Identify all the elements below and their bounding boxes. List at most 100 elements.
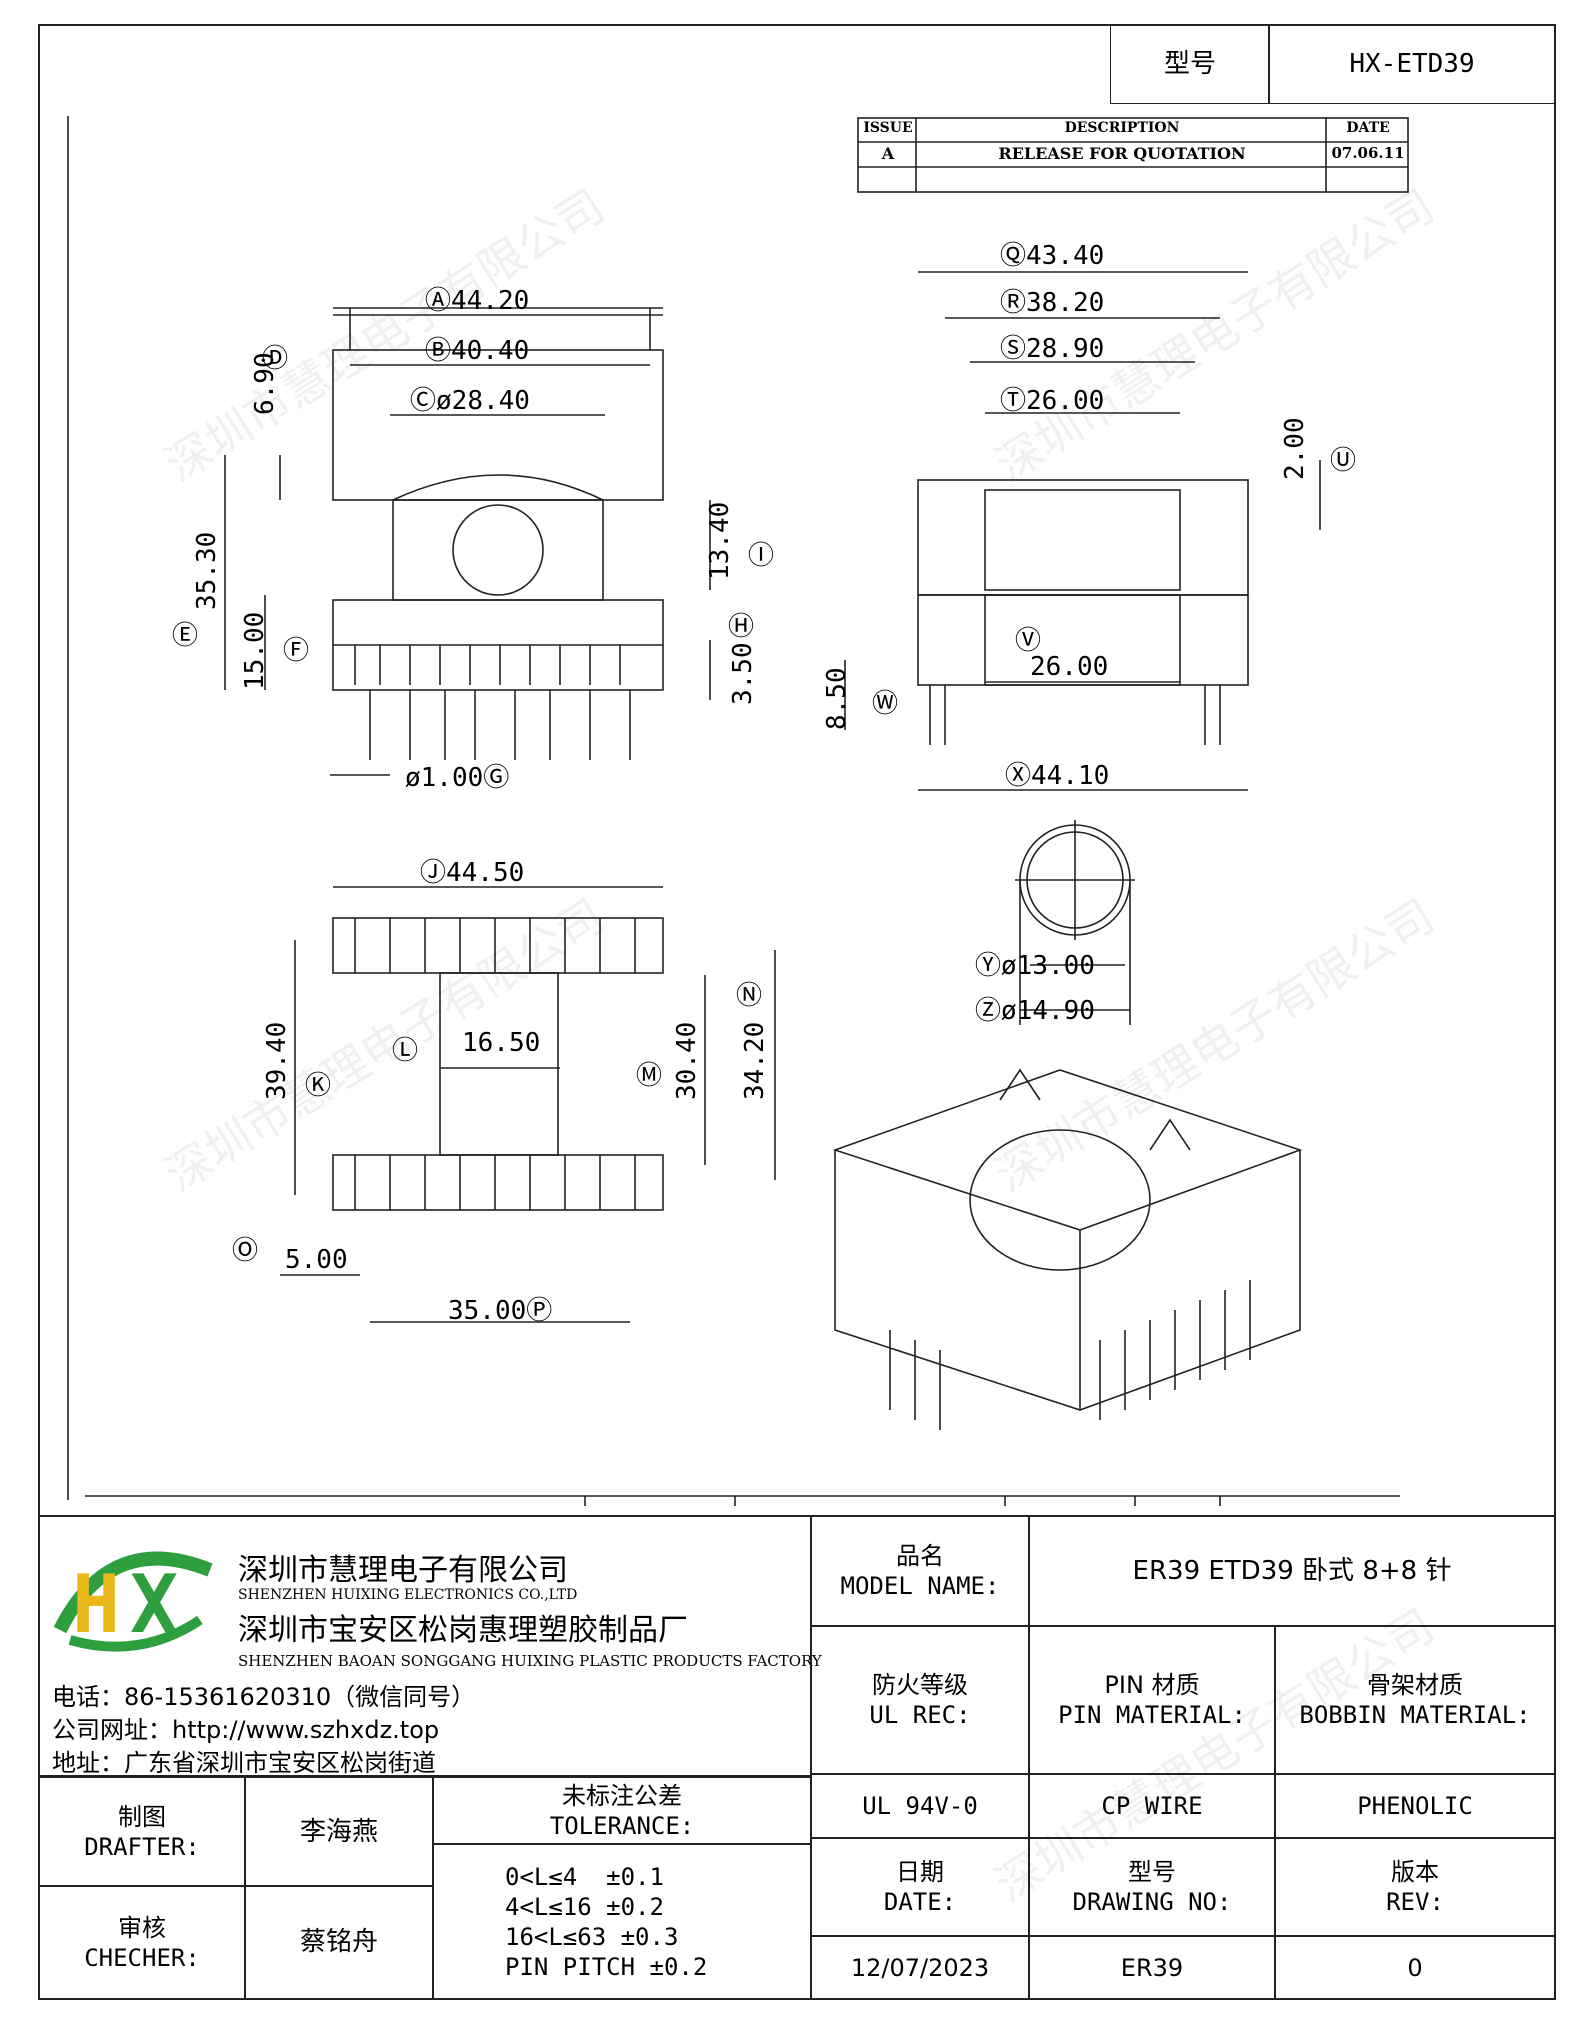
bobbin-material-en: BOBBIN MATERIAL: xyxy=(1299,1701,1531,1729)
model-name-cn: 品名 xyxy=(896,1542,944,1570)
dim-M-value: 30.40 xyxy=(672,1021,702,1100)
dim-C: Ⓒø28.40 xyxy=(410,386,530,416)
date-cn: 日期 xyxy=(896,1858,944,1886)
tolerance-line: PIN PITCH ±0.2 xyxy=(505,1952,708,1981)
checker-cn: 审核 xyxy=(118,1913,166,1942)
rev-en: REV: xyxy=(1386,1888,1444,1916)
dim-S: Ⓢ28.90 xyxy=(1000,334,1105,364)
drawing-no-value-cell: ER39 xyxy=(1028,1935,1276,2000)
side-view-dimensions xyxy=(844,271,1321,791)
bobbin-material-value: PHENOLIC xyxy=(1357,1792,1473,1820)
dim-Y-value: ø13.00 xyxy=(1001,951,1095,981)
dim-A-value: 44.20 xyxy=(451,286,530,316)
pin-material-cn: PIN 材质 xyxy=(1104,1671,1200,1699)
rev-header-date: DATE xyxy=(1346,120,1390,136)
dim-J: Ⓙ44.50 xyxy=(420,858,525,888)
dim-P: 35.00Ⓟ xyxy=(448,1296,553,1326)
date-value: 12/07/2023 xyxy=(850,1953,990,1982)
bobbin-material-label-cell: 骨架材质 BOBBIN MATERIAL: xyxy=(1274,1625,1556,1775)
ul-rec-cn: 防火等级 xyxy=(872,1671,968,1699)
revision-table xyxy=(857,117,1409,193)
date-value-cell: 12/07/2023 xyxy=(810,1935,1030,2000)
dim-L: Ⓛ xyxy=(392,1036,419,1066)
dim-T-value: 26.00 xyxy=(1026,386,1105,416)
dim-W: Ⓦ xyxy=(872,689,899,719)
bottom-view-dimensions xyxy=(280,886,776,1323)
dim-Q: Ⓠ43.40 xyxy=(1000,241,1105,271)
rev-value-cell: 0 xyxy=(1274,1935,1556,2000)
company-website: 公司网址：http://www.szhxdz.top xyxy=(52,1716,440,1744)
bobbin-material-cn: 骨架材质 xyxy=(1367,1671,1463,1699)
dim-N-value: 34.20 xyxy=(740,1021,770,1100)
dim-U: Ⓤ xyxy=(1330,446,1357,476)
factory-name-cn: 深圳市宝安区松岗惠理塑胶制品厂 xyxy=(238,1613,688,1648)
ul-rec-value-cell: UL 94V-0 xyxy=(810,1773,1030,1839)
tolerance-cn: 未标注公差 xyxy=(562,1782,682,1810)
dim-Z-value: ø14.90 xyxy=(1001,996,1095,1026)
dim-I: Ⓘ xyxy=(748,541,775,571)
dim-O: Ⓞ xyxy=(232,1236,259,1266)
isometric-view xyxy=(832,1068,1303,1430)
dim-B: Ⓑ40.40 xyxy=(425,336,530,366)
dim-A: Ⓐ44.20 xyxy=(425,286,530,316)
dim-V-value: 26.00 xyxy=(1030,652,1109,682)
dim-K-value: 39.40 xyxy=(262,1021,292,1100)
dim-B-value: 40.40 xyxy=(451,336,530,366)
dim-S-value: 28.90 xyxy=(1026,334,1105,364)
dim-U-value: 2.00 xyxy=(1280,417,1310,480)
side-view xyxy=(917,479,1249,745)
title-block xyxy=(38,1515,1556,2002)
drafter-value-cell: 李海燕 xyxy=(244,1777,434,1887)
drawing-no-cn: 型号 xyxy=(1128,1858,1176,1886)
technical-drawing xyxy=(67,116,1409,1506)
model-value: HX-ETD39 xyxy=(1349,48,1475,79)
dim-D: Ⓓ xyxy=(262,344,289,374)
rev-header-description: DESCRIPTION xyxy=(1064,120,1180,136)
dim-X: Ⓧ44.10 xyxy=(1005,761,1110,791)
svg-text:X: X xyxy=(130,1558,178,1651)
drafter-label-cell: 制图 DRAFTER: xyxy=(38,1777,246,1887)
drafter-cn: 制图 xyxy=(118,1803,166,1831)
front-view-dimensions xyxy=(224,314,711,776)
model-value-cell: HX-ETD39 xyxy=(1268,24,1556,104)
dim-N: Ⓝ xyxy=(736,981,763,1011)
dim-R-value: 38.20 xyxy=(1026,288,1105,318)
factory-name-en: SHENZHEN BAOAN SONGGANG HUIXING PLASTIC … xyxy=(238,1652,822,1670)
company-phone: 电话：86-15361620310（微信同号） xyxy=(52,1683,476,1711)
dim-I-value: 13.40 xyxy=(705,501,735,580)
dim-G: ø1.00Ⓖ xyxy=(405,763,510,793)
bottom-view xyxy=(332,917,664,1211)
tolerance-en: TOLERANCE: xyxy=(549,1812,695,1840)
tolerance-line: 16<L≤63 ±0.3 xyxy=(505,1922,679,1951)
tolerance-values-cell: 0<L≤4 ±0.1 4<L≤16 ±0.2 16<L≤63 ±0.3 PIN … xyxy=(432,1843,812,2000)
checker-value-cell: 蔡铭舟 xyxy=(244,1885,434,2000)
title-block-divider xyxy=(810,1515,812,1777)
rev-value: 0 xyxy=(1407,1953,1423,1982)
rev-header-issue: ISSUE xyxy=(863,120,913,136)
dim-C-value: ø28.40 xyxy=(436,386,530,416)
dim-Y: Ⓨø13.00 xyxy=(975,951,1095,981)
drawing-no-value: ER39 xyxy=(1120,1953,1184,1982)
ul-rec-label-cell: 防火等级 UL REC: xyxy=(810,1625,1030,1775)
checker-value: 蔡铭舟 xyxy=(299,1927,378,1958)
ul-rec-en: UL REC: xyxy=(869,1701,971,1729)
dim-E: Ⓔ xyxy=(172,621,199,651)
bobbin-material-value-cell: PHENOLIC xyxy=(1274,1773,1556,1839)
dim-O-value: 5.00 xyxy=(285,1245,348,1275)
dim-R: Ⓡ38.20 xyxy=(1000,288,1105,318)
front-view xyxy=(332,307,664,760)
rev-cell-date: 07.06.11 xyxy=(1331,144,1405,162)
pin-material-label-cell: PIN 材质 PIN MATERIAL: xyxy=(1028,1625,1276,1775)
model-label: 型号 xyxy=(1163,48,1216,79)
dim-J-value: 44.50 xyxy=(446,858,525,888)
dim-F-value: 15.00 xyxy=(240,611,270,690)
company-name-cn: 深圳市慧理电子有限公司 xyxy=(238,1553,568,1588)
pin-material-value: CP WIRE xyxy=(1101,1792,1203,1820)
dim-F: Ⓕ xyxy=(283,636,310,666)
model-name-value-cell: ER39 ETD39 卧式 8+8 针 xyxy=(1028,1515,1556,1627)
rev-cell-issue: A xyxy=(881,144,895,163)
company-name-en: SHENZHEN HUIXING ELECTRONICS CO.,LTD xyxy=(238,1587,578,1603)
tolerance-label-cell: 未标注公差 TOLERANCE: xyxy=(432,1777,812,1845)
drafter-en: DRAFTER: xyxy=(84,1833,200,1861)
dim-D-value: 6.90 xyxy=(250,352,280,415)
